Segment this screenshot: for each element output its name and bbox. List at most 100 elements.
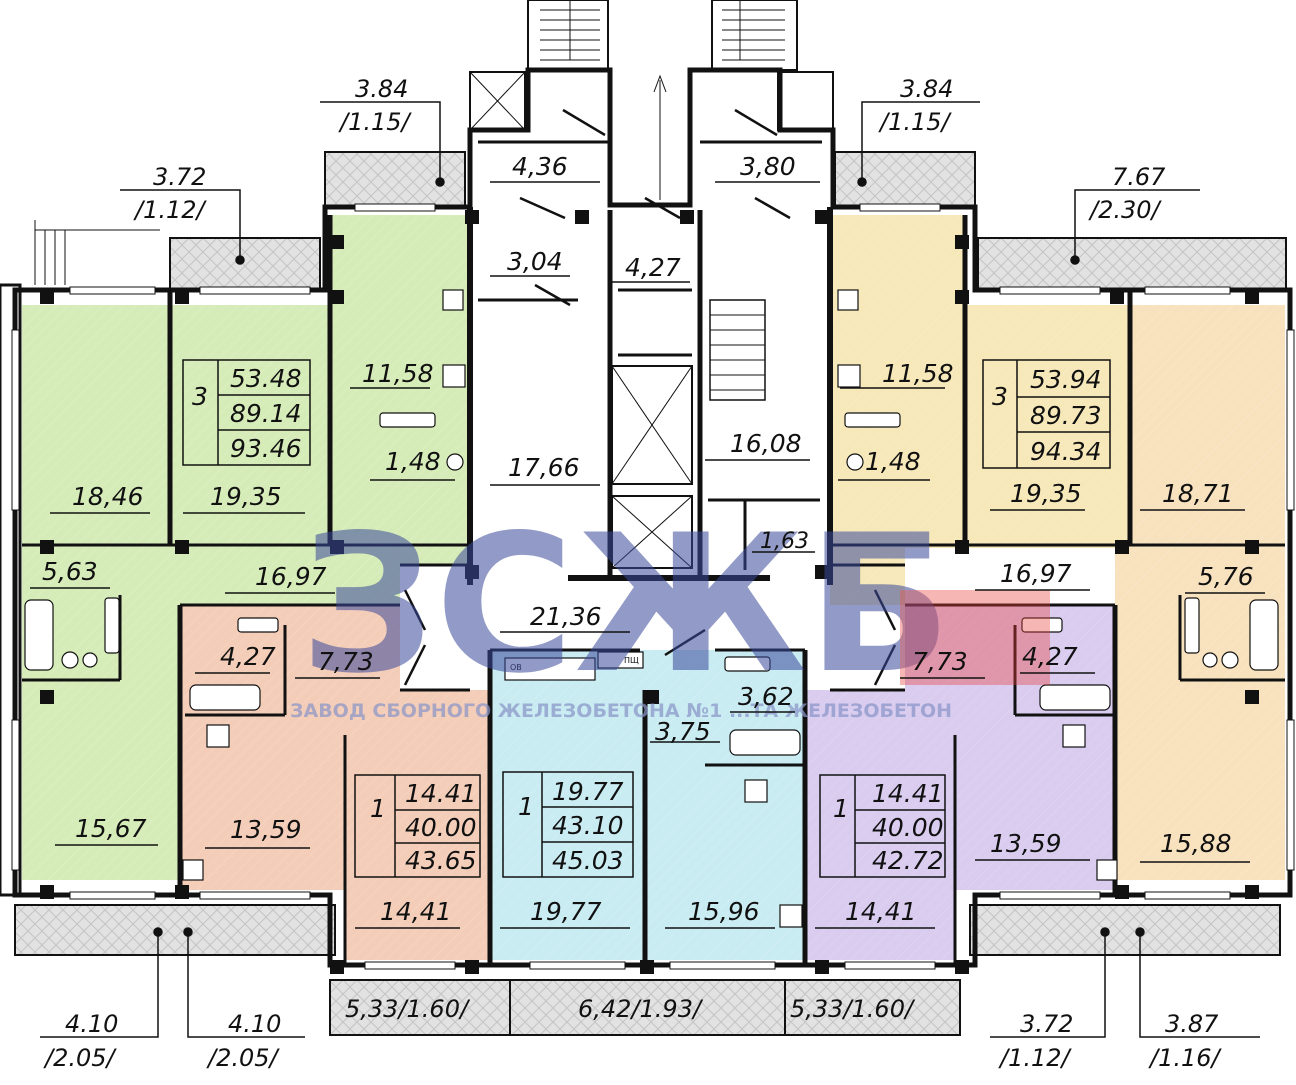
room-area: 14,41 [845,897,917,926]
watermark: ЗСЖБ ЗАВОД СБОРНОГО ЖЕЛЕЗОБЕТОНА №1 ...Т… [290,494,1050,722]
apartment-area-with-balcony: 94.34 [1030,437,1102,466]
balcony-reduced-area: /1.16/ [1148,1044,1223,1072]
bathtub-icon [1039,684,1111,711]
apartment-total-area: 43.10 [552,811,624,840]
apartment-total-area: 89.73 [1030,401,1102,430]
sink-icon [206,724,230,748]
room-area: 17,66 [508,453,580,482]
bathtub-icon [24,599,54,671]
sink-icon [1062,724,1086,748]
room-area: 19,77 [530,897,602,926]
apartment-total-area: 40.00 [872,813,944,842]
walls [0,67,1293,968]
apartment-info-text: 3 53.48 89.14 93.46 3 53.94 89.73 94.34 … [192,364,1102,875]
balcony-area: 3.87 [1165,1010,1219,1038]
toilet-icon [846,453,864,471]
washing-machine-icon [237,617,279,633]
columns [40,210,1259,974]
balcony-bottom-right [969,904,1281,956]
room-area: 3,04 [507,247,563,276]
stair-center [709,299,766,401]
room-area: 1,48 [385,447,441,476]
apartment-area-with-balcony: 43.65 [405,846,477,875]
stove-icon [1096,859,1118,881]
balcony-reduced-area: /2.30/ [1088,196,1163,224]
stove-icon [837,289,859,311]
room-area: 4,27 [220,642,276,671]
watermark-logo: ЗСЖБ [300,494,952,715]
toilet-icon [1202,652,1218,668]
room-area: 15,67 [75,814,147,843]
apartment-living-area: 19.77 [552,777,624,806]
balcony-area: 3.84 [900,75,953,103]
equipment-panels: ОВ ПЩ [504,651,644,681]
room-area: 3,75 [655,717,711,746]
balcony-area-reduced: /1.12/ [133,196,208,224]
loggia-area: 5,33/1.60/ [790,995,916,1023]
balcony-leaders [40,101,1260,1038]
balcony-reduced-area: /1.15/ [338,108,413,136]
sink-icon [61,651,79,669]
room-area: 3,62 [738,682,794,711]
balcony-top-right [834,151,976,208]
pshch-label: ПЩ [624,656,639,665]
fixtures [24,289,1279,928]
loggia-area: 5,33/1.60/ [345,995,471,1023]
ov-label: ОВ [510,663,522,672]
washing-machine-icon [1021,617,1063,633]
room-area: 14,41 [380,897,452,926]
washing-machine-icon [1184,597,1200,654]
room-area: 16,08 [730,429,802,458]
balcony-area: 3.84 [355,75,408,103]
room-area: 16,97 [255,562,327,591]
balcony-area: 4.10 [228,1010,281,1038]
room-area: 16,97 [1000,559,1072,588]
apartment-rooms: 3 [192,382,208,411]
loggia-bottom-right [784,979,961,1036]
sink-icon [837,364,861,388]
room-labels [30,181,1265,929]
windows [11,203,1295,970]
balcony-reduced-area: /1.12/ [998,1044,1073,1072]
room-area: 7,73 [912,647,968,676]
apartment-living-area: 53.94 [1030,365,1102,394]
room-area: 15,88 [1160,829,1232,858]
toilet-icon [446,453,464,471]
balcony-area: 4.10 [65,1010,118,1038]
room-area: 1,63 [760,529,809,554]
apartment-living-area: 14.41 [405,779,477,808]
toilet-icon [82,652,98,668]
apartment-living-area: 14.41 [872,779,944,808]
loggia-bottom-center [509,979,786,1036]
room-area: 15,96 [688,897,760,926]
apartment-area-with-balcony: 93.46 [230,434,302,463]
washing-machine-icon [844,412,901,428]
loggia-area: 6,42/1.93/ [578,995,704,1023]
apartment-rooms: 1 [370,794,386,823]
bathtub-icon [189,684,261,711]
watermark-subtitle: ЗАВОД СБОРНОГО ЖЕЛЕЗОБЕТОНА №1 ...ТА ЖЕЛ… [290,700,952,722]
room-area: 5,63 [42,557,98,586]
doors [403,108,897,686]
room-area: 4,27 [1022,642,1078,671]
room-area: 21,36 [530,602,602,631]
apartment-rooms: 1 [518,792,534,821]
room-area: 18,46 [72,482,144,511]
balcony-area: 3.72 [1020,1010,1073,1038]
balcony-reduced-area: /1.15/ [878,108,953,136]
stove-icon [182,859,204,881]
balcony-callouts: 3.84 /1.15/ 3.84 /1.15/ 3.72 /1.12/ 7.67… [43,75,1223,1072]
room-area-text: 18,46 19,35 11,58 1,48 5,63 16,97 4,27 7… [42,152,1254,926]
apartment-living-area: 53.48 [230,364,302,393]
stove-icon [779,904,803,928]
room-area: 19,35 [1010,479,1082,508]
balcony-area: 3.72 [153,163,206,191]
room-area: 11,58 [362,359,434,388]
room-area: 13,59 [230,815,302,844]
apartment-rooms: 1 [833,794,849,823]
stove-icon [442,289,464,311]
room-area: 7,73 [318,647,374,676]
washing-machine-icon [724,656,771,672]
apartment-area-with-balcony: 45.03 [552,846,624,875]
